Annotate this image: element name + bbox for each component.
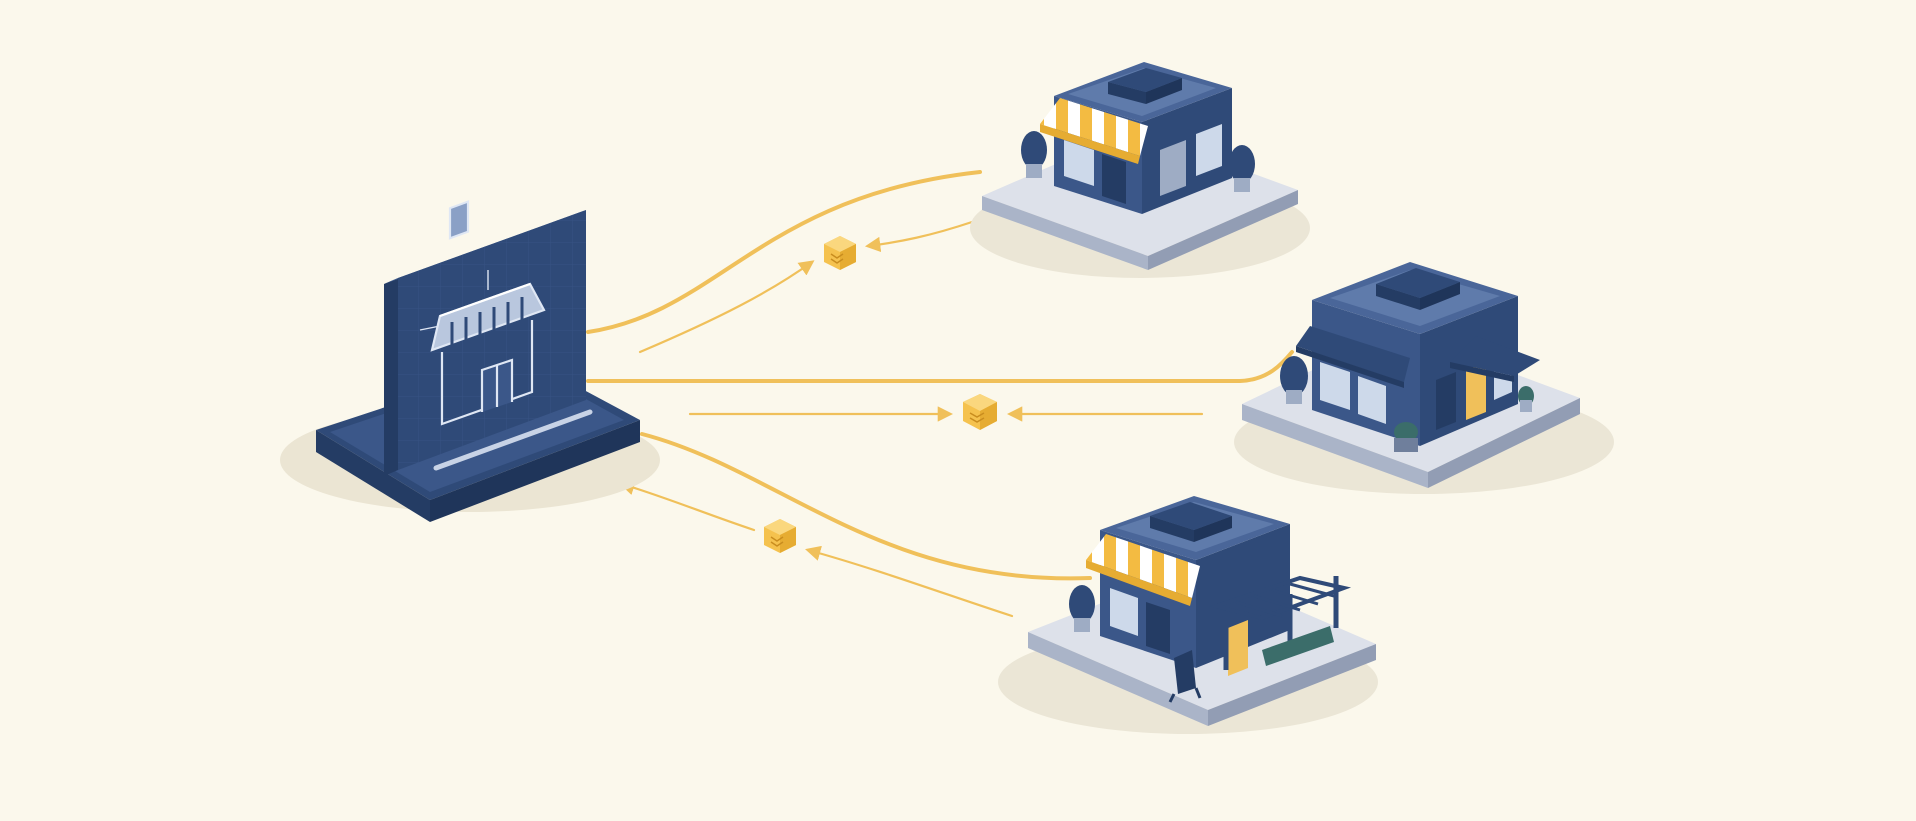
- store-top: [970, 62, 1310, 278]
- flow-arrow-to-package-top: [638, 260, 815, 354]
- roof-unit: [1108, 68, 1182, 92]
- pergola: [1208, 575, 1352, 670]
- flow-arrow-store-bottom-to-package: [805, 545, 1014, 618]
- package-cube-icon: [963, 394, 997, 430]
- package-cube-icon: [824, 236, 856, 270]
- connector-lines: [586, 170, 1294, 618]
- flow-arrow-package-to-hub: [619, 480, 756, 532]
- awning-navy: [1296, 326, 1540, 388]
- hub-platform: [280, 200, 660, 522]
- sandwich-sign-icon: [1168, 650, 1202, 703]
- store-middle: [1234, 262, 1614, 494]
- plant-icon: [1280, 356, 1308, 404]
- package-cube-icon: [764, 519, 796, 553]
- plant-icon: [1229, 145, 1255, 192]
- awning-striped-yellow: [1086, 534, 1200, 606]
- roof-unit: [1150, 502, 1232, 530]
- plant-icon: [1394, 422, 1418, 452]
- package-middle: [963, 394, 997, 430]
- store-door: [1466, 362, 1486, 420]
- package-bottom: [764, 519, 796, 553]
- planter-box: [1262, 626, 1334, 666]
- plant-icon: [1518, 386, 1534, 412]
- hub-base-light-strip: [433, 409, 593, 471]
- store-bottom: [998, 496, 1378, 734]
- package-top: [824, 236, 856, 270]
- roof-unit: [1376, 268, 1460, 298]
- awning-striped-yellow: [1040, 98, 1148, 164]
- store-door: [1228, 620, 1248, 676]
- storefront-blueprint-icon: [419, 200, 546, 426]
- flow-arrow-store-top-to-package: [864, 220, 974, 253]
- connector-hub-to-store-bottom: [640, 432, 1092, 581]
- plant-icon: [1021, 131, 1047, 178]
- connector-hub-to-store-middle: [586, 350, 1294, 383]
- plant-icon: [1069, 585, 1095, 632]
- connector-hub-to-store-top: [586, 170, 982, 334]
